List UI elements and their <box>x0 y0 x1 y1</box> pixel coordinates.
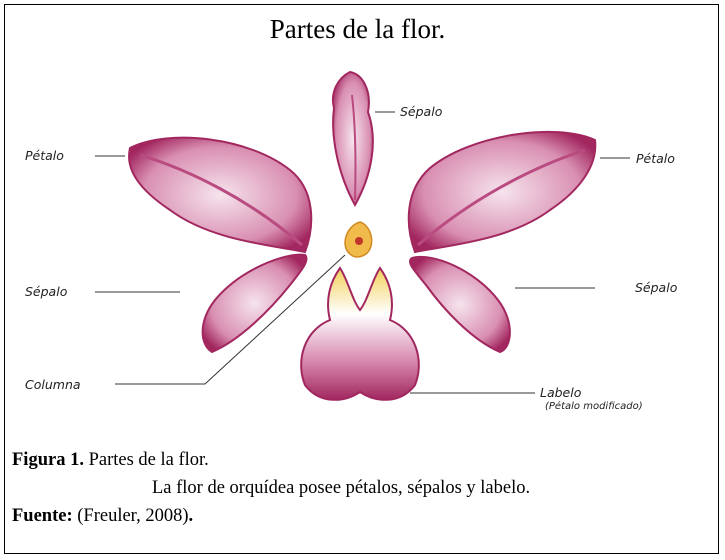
caption-description: La flor de orquídea posee pétalos, sépal… <box>152 478 530 499</box>
caption-fuente: Fuente: (Freuler, 2008). <box>12 506 193 527</box>
label-labelo: Labelo <box>540 385 581 400</box>
caption-figura: Figura 1. Partes de la flor. <box>12 450 209 471</box>
right-petal <box>409 132 596 252</box>
top-sepal <box>333 72 373 205</box>
caption-fuente-text: (Freuler, 2008) <box>73 506 189 526</box>
caption-fuente-end: . <box>189 506 194 526</box>
caption-figura-label: Figura 1. <box>12 450 84 470</box>
label-sepalo-left: Sépalo <box>25 284 67 299</box>
label-sepalo-right: Sépalo <box>635 280 677 295</box>
lower-right-sepal <box>410 257 510 352</box>
label-columna: Columna <box>25 377 81 392</box>
caption-fuente-label: Fuente: <box>12 506 73 526</box>
labelo <box>301 268 419 400</box>
label-petalo-left: Pétalo <box>25 148 64 163</box>
label-labelo-note: (Pétalo modificado) <box>545 401 643 412</box>
left-petal <box>129 138 311 252</box>
lower-left-sepal <box>203 255 307 352</box>
label-sepalo-top: Sépalo <box>400 104 442 119</box>
caption-figura-text: Partes de la flor. <box>84 450 209 470</box>
label-petalo-right: Pétalo <box>636 151 675 166</box>
